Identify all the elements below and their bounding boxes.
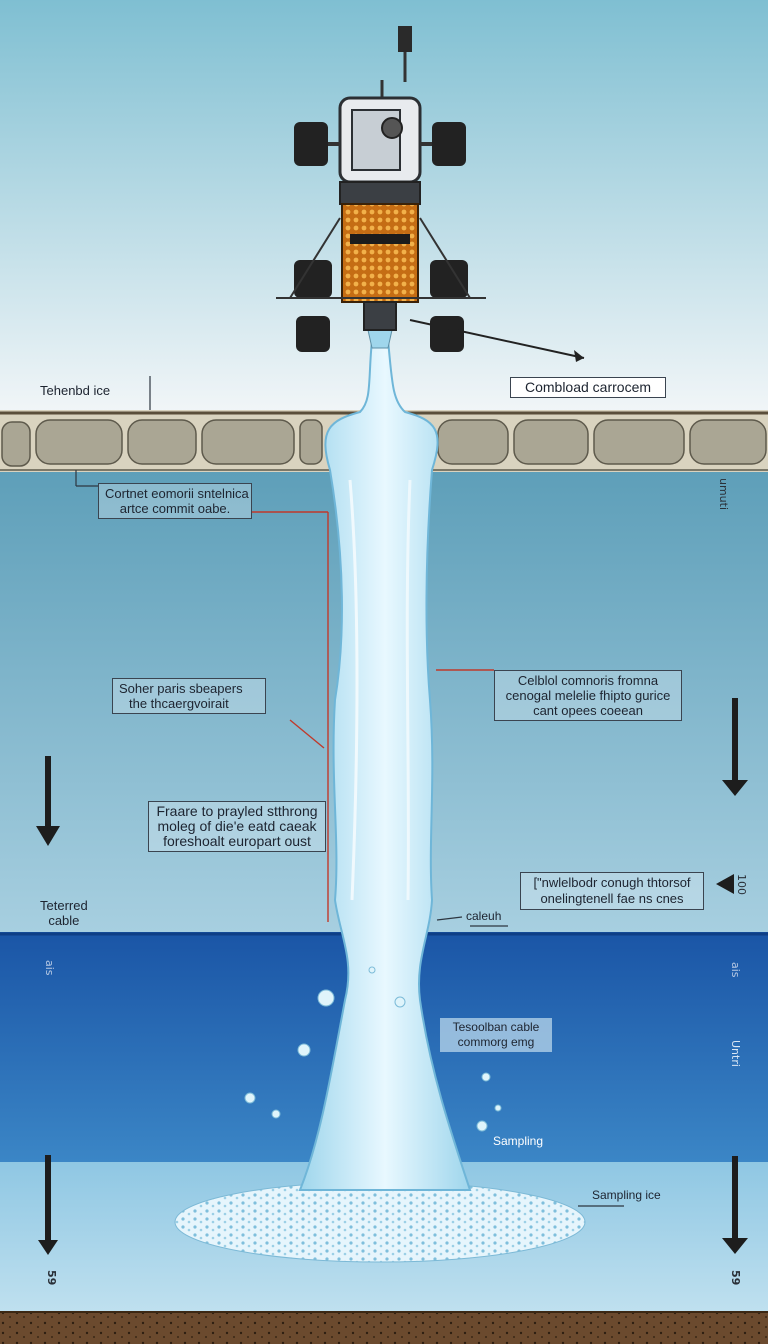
lander: [276, 26, 585, 362]
side-mark-right-bottom: 59: [729, 1270, 742, 1286]
label-sampling: Sampling: [493, 1134, 544, 1148]
callout-left-lower-line-2: moleg of die'e eatd caeak: [157, 818, 317, 834]
callout-ocean-box: Tesoolban cable commorg emg: [440, 1018, 552, 1052]
callout-right-mid-line-1: Celblol comnoris fromna: [517, 673, 659, 688]
leader-lines: [75, 376, 624, 1207]
side-mark-right-deep: Untri: [729, 1040, 742, 1067]
callout-crust-line-1: Cortnet eomorii sntelnica: [105, 486, 249, 501]
callout-right-mid-line-2: cenogal melelie fhipto gurice: [505, 688, 671, 703]
lander-heat-shield: [341, 203, 419, 303]
side-mark-right-top: umuti: [717, 478, 730, 511]
callout-left-mid-line-2: the thcaergvoirait: [129, 696, 229, 711]
callout-left-mid-line-1: Soher paris sbeapers: [119, 681, 243, 696]
red-pointer-lines: [252, 511, 494, 922]
depth-arrows: [36, 698, 748, 1255]
bubbles: [244, 966, 502, 1132]
side-mark-left-bottom: 59: [45, 1270, 58, 1286]
callout-right-mid-box: Celblol comnoris fromna cenogal melelie …: [494, 670, 682, 721]
label-tethered-ice: Tehenbd ice: [40, 383, 111, 398]
callout-crust-box: Cortnet eomorii sntelnica artce commit o…: [98, 483, 252, 519]
label-tethered-cable: Teterred cable: [40, 898, 88, 928]
callout-left-mid-box: Soher paris sbeapers the thcaergvoirait: [112, 678, 266, 714]
callout-right-lower-box: ["nwlelbodr conugh thtorsof onelingtenel…: [520, 872, 704, 910]
side-mark-right-water: ais: [729, 962, 742, 978]
callout-crust-line-2: artce commit oabe.: [119, 501, 231, 516]
side-mark-right-arrow: 100: [735, 874, 748, 895]
label-tethered-cable-line-1: Teterred: [40, 898, 88, 913]
callout-left-lower-box: Fraare to prayled stthrong moleg of die'…: [148, 801, 326, 852]
side-mark-left-water: ais: [43, 960, 56, 976]
label-sampling-ice: Sampling ice: [592, 1188, 661, 1202]
seabed: [0, 1312, 768, 1344]
crust-rocks: [1, 419, 767, 467]
water-jet: [298, 339, 472, 1191]
callout-right-mid-line-3: cant opees coeean: [533, 703, 643, 718]
sample-foam-pool: [174, 1181, 586, 1263]
callout-ocean-line-2: commorg emg: [457, 1035, 535, 1049]
label-caleuh: caleuh: [466, 909, 502, 923]
callout-ocean-line-1: Tesoolban cable: [452, 1020, 540, 1034]
label-command-box: Combload carrocem: [510, 377, 666, 398]
label-tethered-cable-line-2: cable: [48, 913, 80, 928]
callout-left-lower-line-3: foreshoalt europart oust: [163, 833, 311, 849]
callout-left-lower-line-1: Fraare to prayled stthrong: [156, 803, 318, 819]
